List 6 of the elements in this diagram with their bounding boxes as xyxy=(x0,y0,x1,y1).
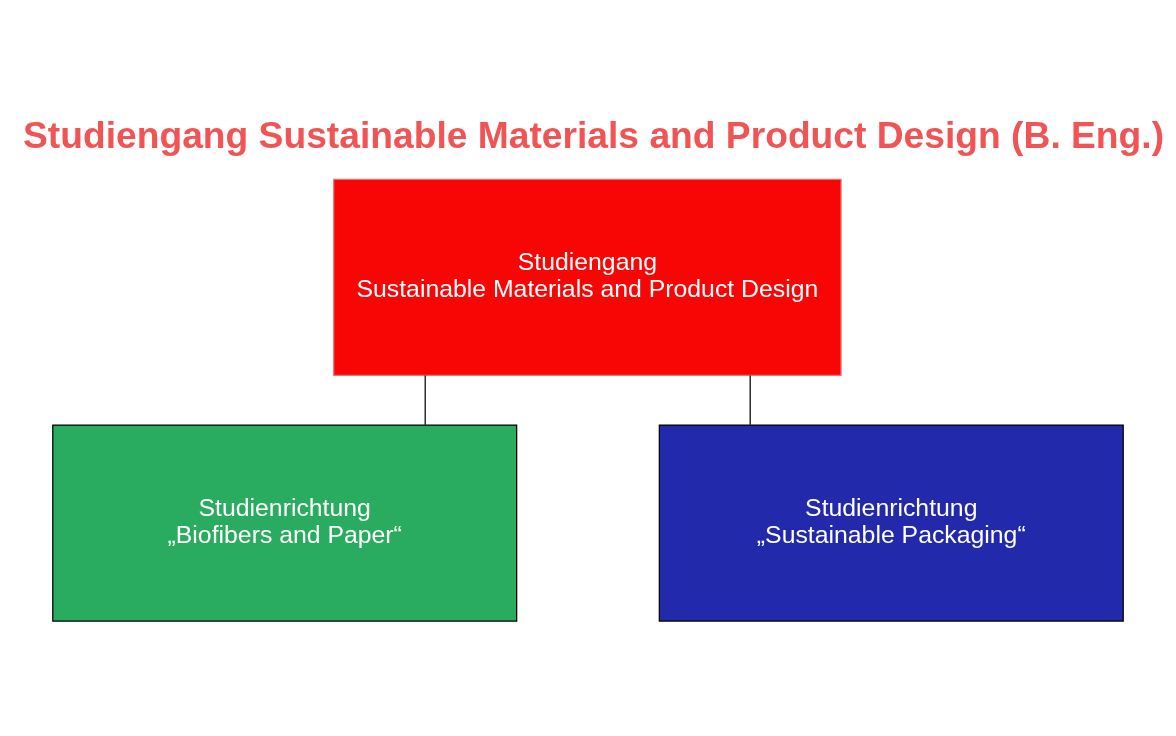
diagram-title: Studiengang Sustainable Materials and Product Design (B. Eng.) xyxy=(23,114,1165,157)
node-box: Studienrichtung „Biofibers and Paper“ xyxy=(52,424,518,622)
node-box: Studienrichtung „Sustainable Packaging“ xyxy=(658,424,1124,622)
node-box: Studiengang Sustainable Materials and Product Design xyxy=(333,178,842,377)
connector xyxy=(749,374,751,426)
connector xyxy=(424,374,426,426)
